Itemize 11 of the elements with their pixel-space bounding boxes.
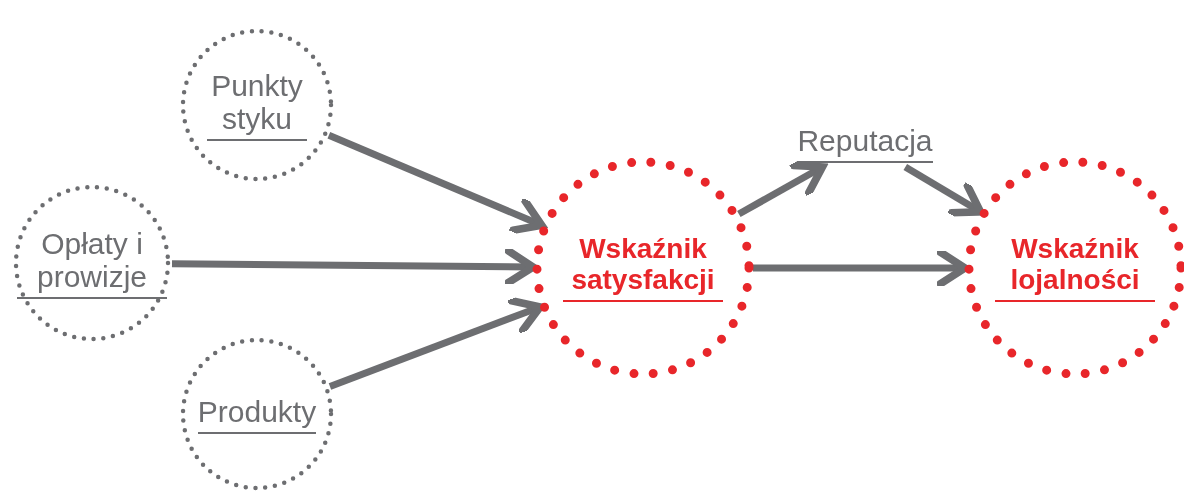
arrow bbox=[328, 297, 544, 390]
index-label: Wskaźnik satysfakcji bbox=[563, 234, 723, 302]
arrow bbox=[903, 164, 985, 217]
arrow bbox=[327, 132, 546, 235]
arrow bbox=[737, 161, 827, 218]
factor-label: Punkty styku bbox=[207, 69, 307, 141]
factor-label: Produkty bbox=[197, 394, 317, 434]
factor-label: Reputacja bbox=[797, 123, 933, 163]
index-label: Wskaźnik lojalności bbox=[995, 234, 1155, 302]
arrow bbox=[171, 247, 537, 287]
factor-label: Opłaty i prowizje bbox=[17, 227, 167, 299]
